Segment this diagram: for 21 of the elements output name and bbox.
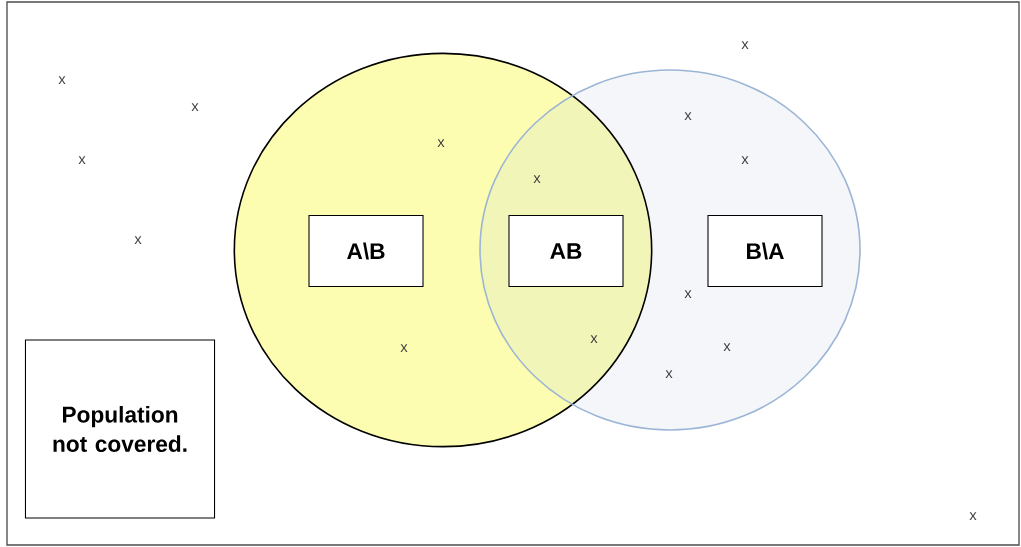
- cross-mark: x: [684, 112, 692, 120]
- cross-mark: x: [741, 41, 749, 49]
- cross-mark: x: [437, 139, 445, 147]
- cross-mark: x: [58, 76, 66, 84]
- cross-mark: x: [78, 156, 86, 164]
- note-box: Population not covered.: [24, 339, 216, 519]
- set-label-box: A\B: [308, 215, 424, 287]
- set-label-box: AB: [508, 215, 624, 287]
- cross-mark: x: [665, 370, 673, 378]
- cross-mark: x: [533, 175, 541, 183]
- cross-mark: x: [191, 103, 199, 111]
- set-label-box: B\A: [707, 215, 823, 287]
- set-circle: [233, 52, 653, 448]
- cross-mark: x: [134, 236, 142, 244]
- cross-mark: x: [684, 290, 692, 298]
- cross-mark: x: [400, 344, 408, 352]
- cross-mark: x: [741, 156, 749, 164]
- cross-mark: x: [723, 343, 731, 351]
- set-circle: [479, 69, 861, 431]
- cross-mark: x: [590, 335, 598, 343]
- cross-mark: x: [969, 512, 977, 520]
